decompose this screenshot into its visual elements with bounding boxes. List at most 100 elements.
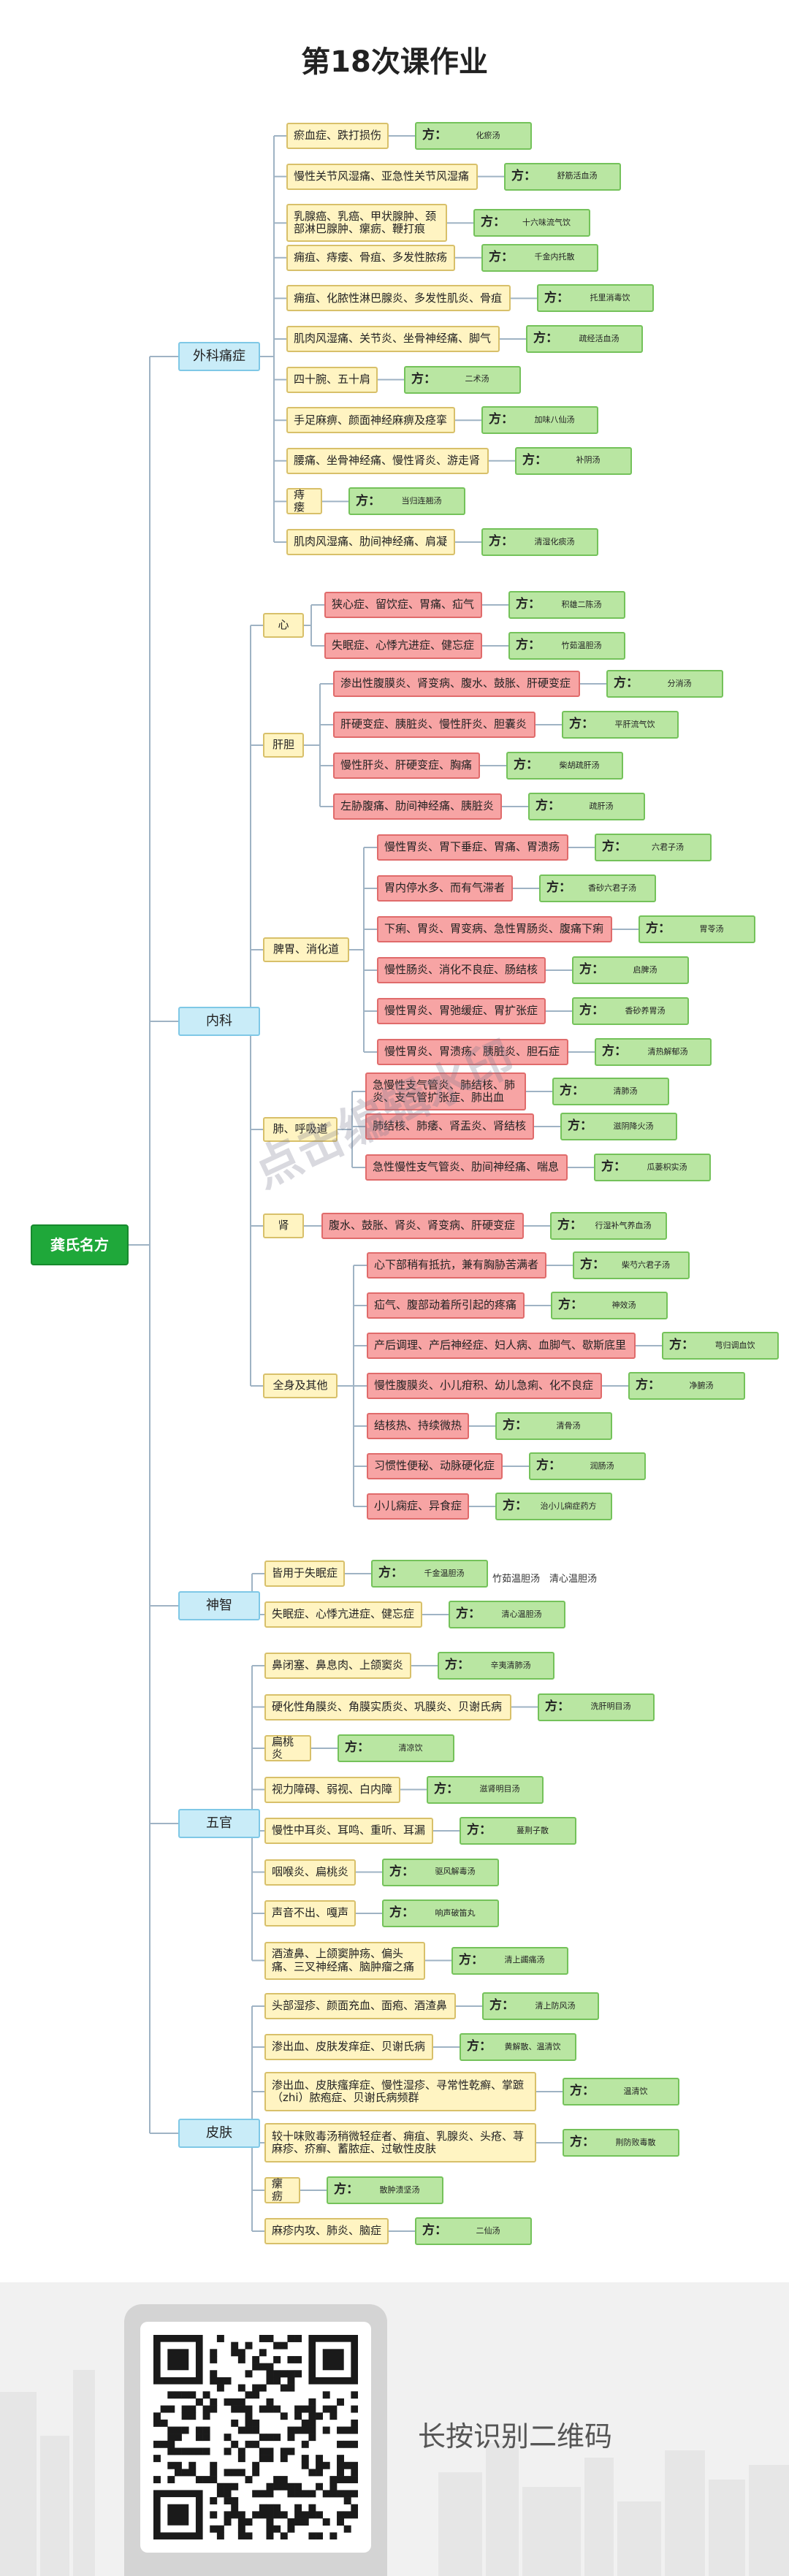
- prescription-node[interactable]: 方：二仙汤: [415, 2217, 532, 2245]
- condition-node[interactable]: 痔瘘: [286, 488, 322, 515]
- department-node[interactable]: 神智: [178, 1591, 260, 1620]
- prescription-node[interactable]: 方：香砂六君子汤: [539, 874, 656, 902]
- condition-node[interactable]: 慢性肝炎、肝硬变症、胸痛: [333, 752, 480, 779]
- prescription-node[interactable]: 方：胃苓汤: [639, 915, 755, 943]
- qr-code-icon[interactable]: [153, 2335, 358, 2539]
- prescription-node[interactable]: 方：积雄二陈汤: [508, 591, 625, 619]
- condition-node[interactable]: 腰痛、坐骨神经痛、慢性肾炎、游走肾: [286, 447, 489, 474]
- condition-node[interactable]: 狭心症、留饮症、胃痛、疝气: [324, 592, 482, 618]
- prescription-node[interactable]: 方：启脾汤: [572, 956, 689, 984]
- condition-node[interactable]: 皆用于失眠症: [264, 1561, 345, 1587]
- condition-node[interactable]: 乳腺癌、乳癌、甲状腺肿、颈部淋巴腺肿、瘰疬、鞭打痕: [286, 204, 447, 243]
- prescription-node[interactable]: 方：疏经活血汤: [526, 325, 643, 353]
- condition-node[interactable]: 渗出性腹膜炎、肾变病、腹水、鼓胀、肝硬变症: [333, 671, 580, 697]
- condition-node[interactable]: 慢性胃炎、胃弛缓症、胃扩张症: [377, 998, 546, 1024]
- condition-node[interactable]: 小儿痫症、异食症: [367, 1493, 469, 1520]
- root-node[interactable]: 龚氏名方: [31, 1224, 129, 1265]
- prescription-node[interactable]: 方：千金内托散: [481, 243, 598, 272]
- condition-node[interactable]: 较十味败毒汤稍微轻症者、痈疽、乳腺炎、头疮、荨麻疹、疥癣、蓄脓症、过敏性皮肤: [264, 2123, 536, 2162]
- condition-node[interactable]: 头部湿疹、颜面充血、面疱、酒渣鼻: [264, 1993, 456, 2019]
- prescription-node[interactable]: 方：洗肝明目汤: [538, 1693, 655, 1721]
- prescription-node[interactable]: 方：清上蠲痛汤: [451, 1946, 568, 1975]
- condition-node[interactable]: 咽喉炎、扁桃炎: [264, 1859, 356, 1886]
- prescription-node[interactable]: 方：柴芍六君子汤: [573, 1251, 690, 1279]
- subgroup-node[interactable]: 心: [263, 613, 304, 638]
- prescription-node[interactable]: 方：平肝流气饮: [562, 711, 679, 739]
- prescription-node[interactable]: 方：神效汤: [551, 1292, 668, 1319]
- condition-node[interactable]: 肝硬变症、胰脏炎、慢性肝炎、胆囊炎: [333, 712, 535, 738]
- prescription-node[interactable]: 方：化瘀汤: [415, 122, 532, 150]
- condition-node[interactable]: 瘰疬: [264, 2177, 300, 2203]
- department-node[interactable]: 五官: [178, 1809, 260, 1838]
- condition-node[interactable]: 硬化性角膜炎、角膜实质炎、巩膜炎、贝谢氏病: [264, 1693, 511, 1720]
- prescription-node[interactable]: 方：香砂养胃汤: [572, 997, 689, 1025]
- condition-node[interactable]: 痈疽、痔瘘、骨疽、多发性脓疡: [286, 244, 455, 271]
- prescription-node[interactable]: 方：舒筋活血汤: [504, 162, 621, 191]
- condition-node[interactable]: 失眠症、心悸亢进症、健忘症: [264, 1601, 422, 1628]
- condition-node[interactable]: 疝气、腹部动着所引起的疼痛: [367, 1292, 525, 1319]
- condition-node[interactable]: 酒渣鼻、上颌窦肿疡、偏头痛、三叉神经痛、脑肿瘤之痛: [264, 1941, 425, 1980]
- condition-node[interactable]: 结核热、持续微热: [367, 1413, 469, 1439]
- condition-node[interactable]: 声音不出、嘎声: [264, 1900, 356, 1927]
- prescription-node[interactable]: 方：辛夷清肺汤: [438, 1652, 554, 1680]
- prescription-node[interactable]: 方：黄解散、温清饮: [460, 2033, 576, 2061]
- prescription-node[interactable]: 方：托里消毒饮: [537, 284, 654, 313]
- prescription-node[interactable]: 方：二术汤: [404, 365, 521, 394]
- condition-node[interactable]: 扁桃炎: [264, 1735, 311, 1761]
- prescription-node[interactable]: 方：散肿溃坚汤: [327, 2176, 443, 2204]
- prescription-node[interactable]: 方：清上防风汤: [482, 1992, 599, 2020]
- subgroup-node[interactable]: 脾胃、消化道: [263, 937, 349, 962]
- prescription-node[interactable]: 方：千金温胆汤: [371, 1560, 488, 1588]
- condition-node[interactable]: 视力障碍、弱视、白内障: [264, 1776, 400, 1803]
- prescription-node[interactable]: 方：蔓荆子散: [460, 1817, 576, 1845]
- subgroup-node[interactable]: 肾: [263, 1213, 304, 1238]
- subgroup-node[interactable]: 肺、呼吸道: [263, 1117, 338, 1142]
- condition-node[interactable]: 慢性关节风湿痛、亚急性关节风湿痛: [286, 163, 478, 190]
- condition-node[interactable]: 瘀血症、跌打损伤: [286, 123, 389, 149]
- prescription-node[interactable]: 方：清骨汤: [495, 1412, 612, 1440]
- prescription-node[interactable]: 方：柴胡疏肝汤: [506, 752, 623, 780]
- condition-node[interactable]: 肌肉风湿痛、肋间神经痛、肩凝: [286, 529, 455, 555]
- prescription-node[interactable]: 方：芎归调血饮: [662, 1332, 779, 1360]
- prescription-node[interactable]: 方：清热解郁汤: [595, 1038, 712, 1066]
- condition-node[interactable]: 渗出血、皮肤发痒症、贝谢氏病: [264, 2034, 433, 2060]
- condition-node[interactable]: 鼻闭塞、鼻息肉、上颌窦炎: [264, 1653, 411, 1679]
- condition-node[interactable]: 慢性胃炎、胃溃疡、胰脏炎、胆石症: [377, 1039, 568, 1065]
- prescription-node[interactable]: 方：加味八仙汤: [481, 406, 598, 435]
- condition-node[interactable]: 胃内停水多、而有气滞者: [377, 875, 513, 902]
- department-node[interactable]: 外科痛症: [178, 342, 260, 371]
- department-node[interactable]: 内科: [178, 1007, 260, 1036]
- prescription-node[interactable]: 方：清凉饮: [338, 1734, 454, 1762]
- condition-node[interactable]: 腹水、鼓胀、肾炎、肾变病、肝硬变症: [321, 1213, 524, 1239]
- prescription-node[interactable]: 方：润肠汤: [529, 1452, 646, 1480]
- prescription-node[interactable]: 方：十六味流气饮: [473, 209, 590, 237]
- subgroup-node[interactable]: 肝胆: [263, 733, 304, 758]
- condition-node[interactable]: 习惯性便秘、动脉硬化症: [367, 1453, 503, 1479]
- prescription-node[interactable]: 方：疏肝汤: [528, 793, 645, 820]
- condition-node[interactable]: 肌肉风湿痛、关节炎、坐骨神经痛、脚气: [286, 326, 500, 352]
- condition-node[interactable]: 麻疹内攻、肺炎、脑症: [264, 2218, 389, 2244]
- prescription-node[interactable]: 方：行湿补气养血汤: [550, 1212, 667, 1240]
- prescription-node[interactable]: 方：响声破笛丸: [382, 1899, 499, 1927]
- condition-node[interactable]: 四十腕、五十肩: [286, 366, 378, 393]
- condition-node[interactable]: 失眠症、心悸亢进症、健忘症: [324, 633, 482, 659]
- prescription-node[interactable]: 方：竹茹温胆汤: [508, 632, 625, 660]
- condition-node[interactable]: 急性慢性支气管炎、肋间神经痛、喘息: [365, 1154, 568, 1181]
- prescription-node[interactable]: 方：荆防败毒散: [563, 2129, 679, 2157]
- prescription-node[interactable]: 方：瓜蒌枳实汤: [594, 1154, 711, 1181]
- prescription-node[interactable]: 方：净腑汤: [628, 1372, 745, 1400]
- prescription-node[interactable]: 方：分消汤: [606, 670, 723, 698]
- condition-node[interactable]: 慢性胃炎、胃下垂症、胃痛、胃溃疡: [377, 834, 568, 861]
- prescription-node[interactable]: 方：补阴汤: [515, 446, 632, 475]
- subgroup-node[interactable]: 全身及其他: [263, 1373, 338, 1398]
- prescription-node[interactable]: 方：清肺汤: [552, 1078, 669, 1105]
- condition-node[interactable]: 急慢性支气管炎、肺结核、肺炎、支气管扩张症、肺出血: [365, 1072, 526, 1110]
- prescription-node[interactable]: 方：驱风解毒汤: [382, 1858, 499, 1886]
- condition-node[interactable]: 手足麻痹、颜面神经麻痹及痉挛: [286, 407, 455, 434]
- prescription-node[interactable]: 方：清心温胆汤: [449, 1601, 565, 1628]
- condition-node[interactable]: 慢性中耳炎、耳鸣、重听、耳漏: [264, 1818, 433, 1844]
- prescription-node[interactable]: 方：温清饮: [563, 2078, 679, 2106]
- condition-node[interactable]: 产后调理、产后神经症、妇人病、血脚气、歇斯底里: [367, 1333, 636, 1359]
- prescription-node[interactable]: 方：清湿化痰汤: [481, 528, 598, 556]
- prescription-node[interactable]: 方：滋肾明目汤: [427, 1775, 544, 1804]
